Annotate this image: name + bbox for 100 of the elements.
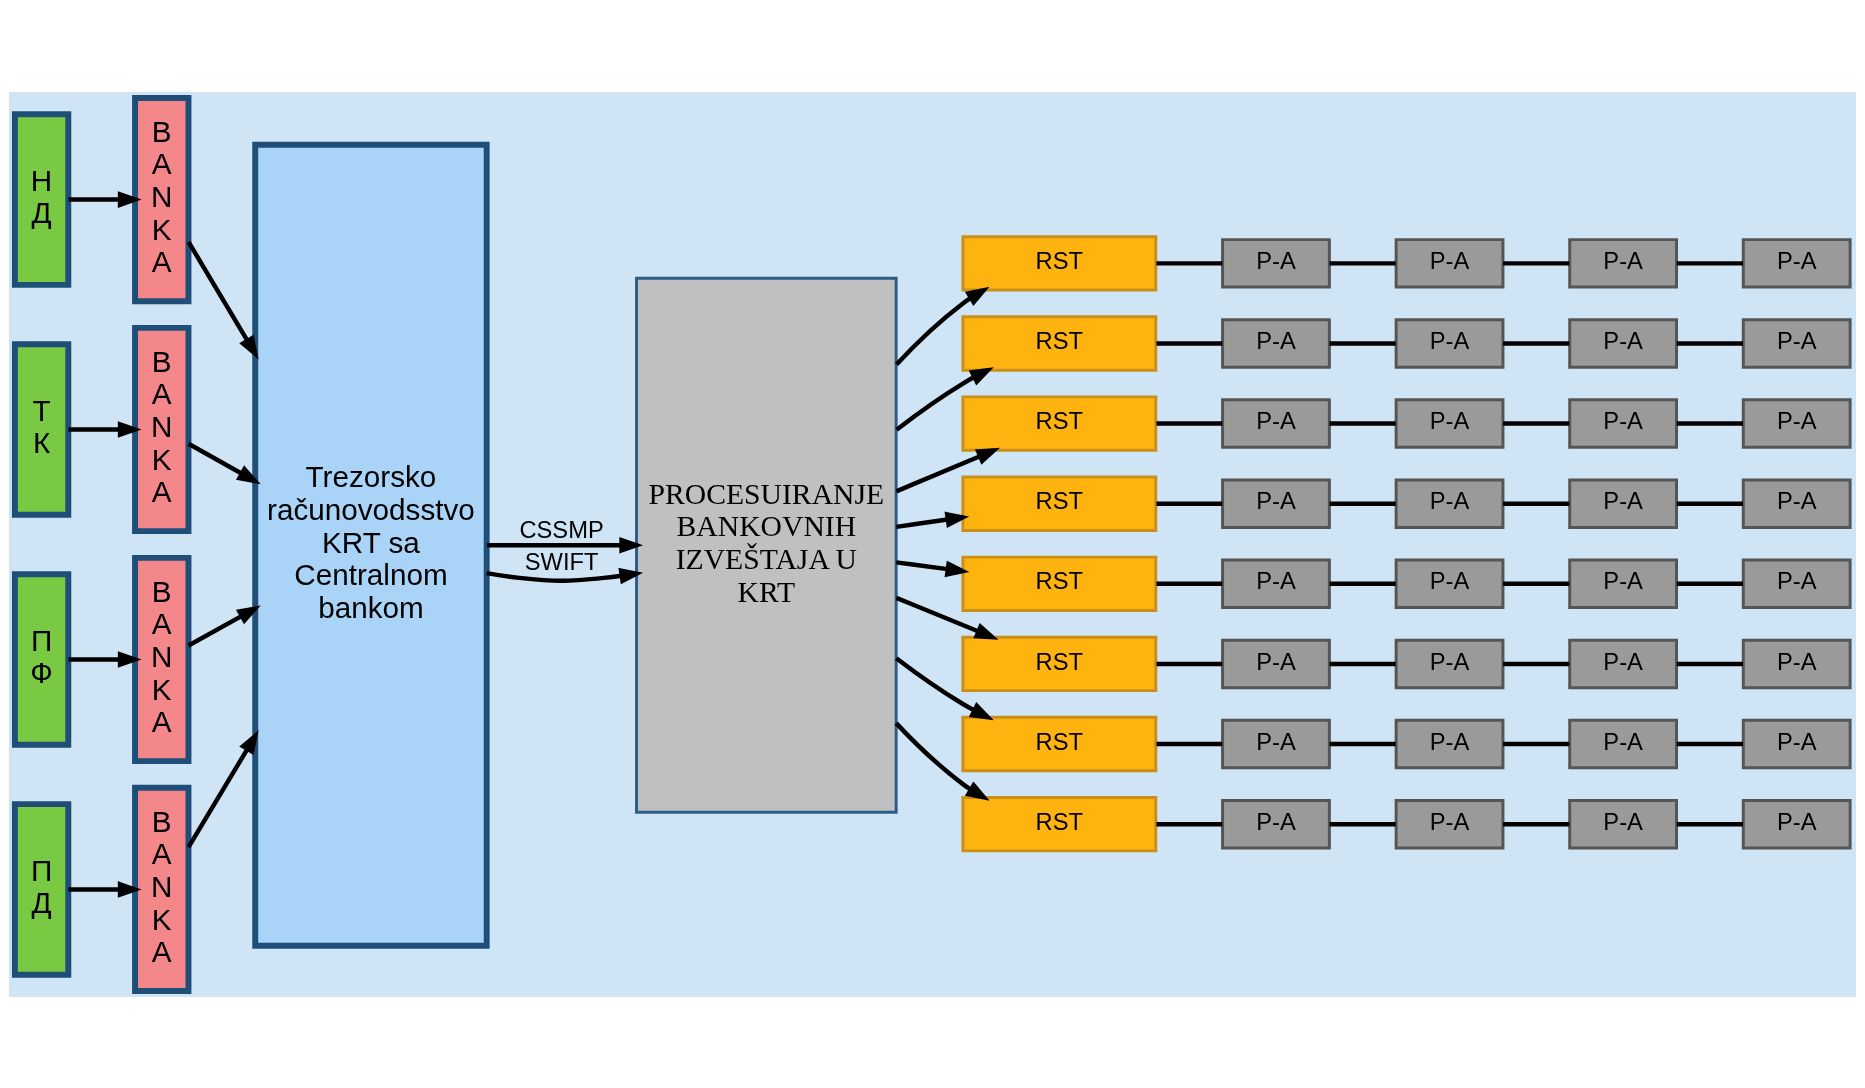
arrow (68, 420, 142, 438)
node-box: P-A (1741, 477, 1852, 529)
connector (1329, 581, 1396, 586)
arrow (895, 366, 994, 431)
node-box: RST (961, 795, 1158, 852)
arrow (187, 441, 261, 484)
arrow (896, 559, 970, 577)
connector (1503, 420, 1570, 426)
node-box: ТК (11, 340, 72, 518)
connector (1329, 500, 1396, 506)
connector (1676, 581, 1743, 586)
node-box: BANKA (132, 94, 192, 304)
node-box: P-A (1568, 718, 1678, 769)
node-box: P-A (1394, 558, 1505, 609)
arrow (186, 240, 259, 359)
node-box: P-A (1568, 638, 1678, 689)
node-box: P-A (1741, 317, 1852, 369)
arrow (68, 650, 142, 668)
node-box: P-A (1394, 397, 1505, 449)
node-box: P-A (1394, 718, 1505, 769)
connector (1503, 500, 1570, 506)
node-box: Trezorsko računovodsstvo KRT sa Centralnom bankom (252, 141, 490, 949)
node-box: P-A (1394, 798, 1505, 849)
node-box: RST (961, 234, 1158, 292)
node-box: P-A (1568, 237, 1678, 289)
arrow (486, 567, 644, 584)
connector (1156, 260, 1223, 266)
connector (1156, 661, 1223, 666)
connector (1503, 581, 1570, 586)
node-box: RST (961, 475, 1158, 532)
arrow (895, 595, 999, 640)
connector (1503, 821, 1570, 826)
node-box: ПФ (11, 570, 72, 748)
node-box: P-A (1221, 397, 1331, 449)
node-box: ПД (11, 800, 72, 978)
connector (1676, 741, 1743, 746)
connector (1676, 661, 1743, 666)
arrow (894, 286, 990, 366)
node-box: P-A (1221, 638, 1331, 689)
node-box: P-A (1394, 317, 1505, 369)
connector (1676, 340, 1743, 346)
node-box: P-A (1568, 317, 1678, 369)
arrow (894, 721, 990, 801)
arrow (487, 536, 644, 554)
node-box: P-A (1221, 798, 1331, 849)
node-box: НД (11, 110, 72, 288)
node-box: P-A (1221, 317, 1331, 369)
connector (1503, 741, 1570, 746)
connector (1329, 340, 1396, 346)
connector (1503, 260, 1570, 266)
arrow (68, 190, 142, 208)
edge-label: SWIFT (524, 548, 599, 575)
connector (1156, 420, 1223, 426)
connector (1156, 581, 1223, 586)
arrow (68, 880, 142, 898)
node-box: P-A (1394, 477, 1505, 529)
connector (1156, 741, 1223, 746)
node-box: PROCESUIRANJE BANKOVNIH IZVEŠTAJA U KRT (635, 276, 898, 814)
arrow (895, 447, 1001, 493)
node-box: P-A (1568, 477, 1678, 529)
node-box: P-A (1741, 718, 1852, 769)
connector (1676, 821, 1743, 826)
node-box: BANKA (132, 554, 192, 764)
connector (1329, 260, 1396, 266)
node-box: P-A (1568, 558, 1678, 609)
connector (1329, 661, 1396, 666)
node-box: BANKA (132, 784, 192, 994)
node-box: P-A (1394, 638, 1505, 689)
node-box: P-A (1221, 718, 1331, 769)
arrow (186, 729, 259, 848)
arrow (894, 655, 994, 720)
node-box: RST (961, 314, 1158, 372)
connector (1156, 821, 1223, 826)
node-box: RST (961, 394, 1158, 452)
connector (1329, 420, 1396, 426)
node-box: P-A (1741, 798, 1852, 849)
node-box: P-A (1568, 397, 1678, 449)
node-box: P-A (1741, 237, 1852, 289)
connector (1676, 420, 1743, 426)
node-box: P-A (1741, 397, 1852, 449)
connector (1156, 500, 1223, 506)
node-box: P-A (1741, 558, 1852, 609)
node-box: P-A (1568, 798, 1678, 849)
node-box: P-A (1741, 638, 1852, 689)
edge-label: CSSMP (519, 516, 604, 543)
node-box: P-A (1394, 237, 1505, 289)
node-box: RST (961, 555, 1158, 612)
connector (1329, 821, 1396, 826)
node-box: BANKA (132, 324, 192, 534)
arrow (187, 604, 261, 647)
node-box: P-A (1221, 477, 1331, 529)
connector (1329, 741, 1396, 746)
node-box: P-A (1221, 558, 1331, 609)
connector (1676, 260, 1743, 266)
connector (1503, 340, 1570, 346)
connector (1676, 500, 1743, 506)
arrow (896, 511, 970, 529)
node-box: RST (961, 635, 1158, 692)
node-box: RST (961, 715, 1158, 772)
node-box: P-A (1221, 237, 1331, 289)
